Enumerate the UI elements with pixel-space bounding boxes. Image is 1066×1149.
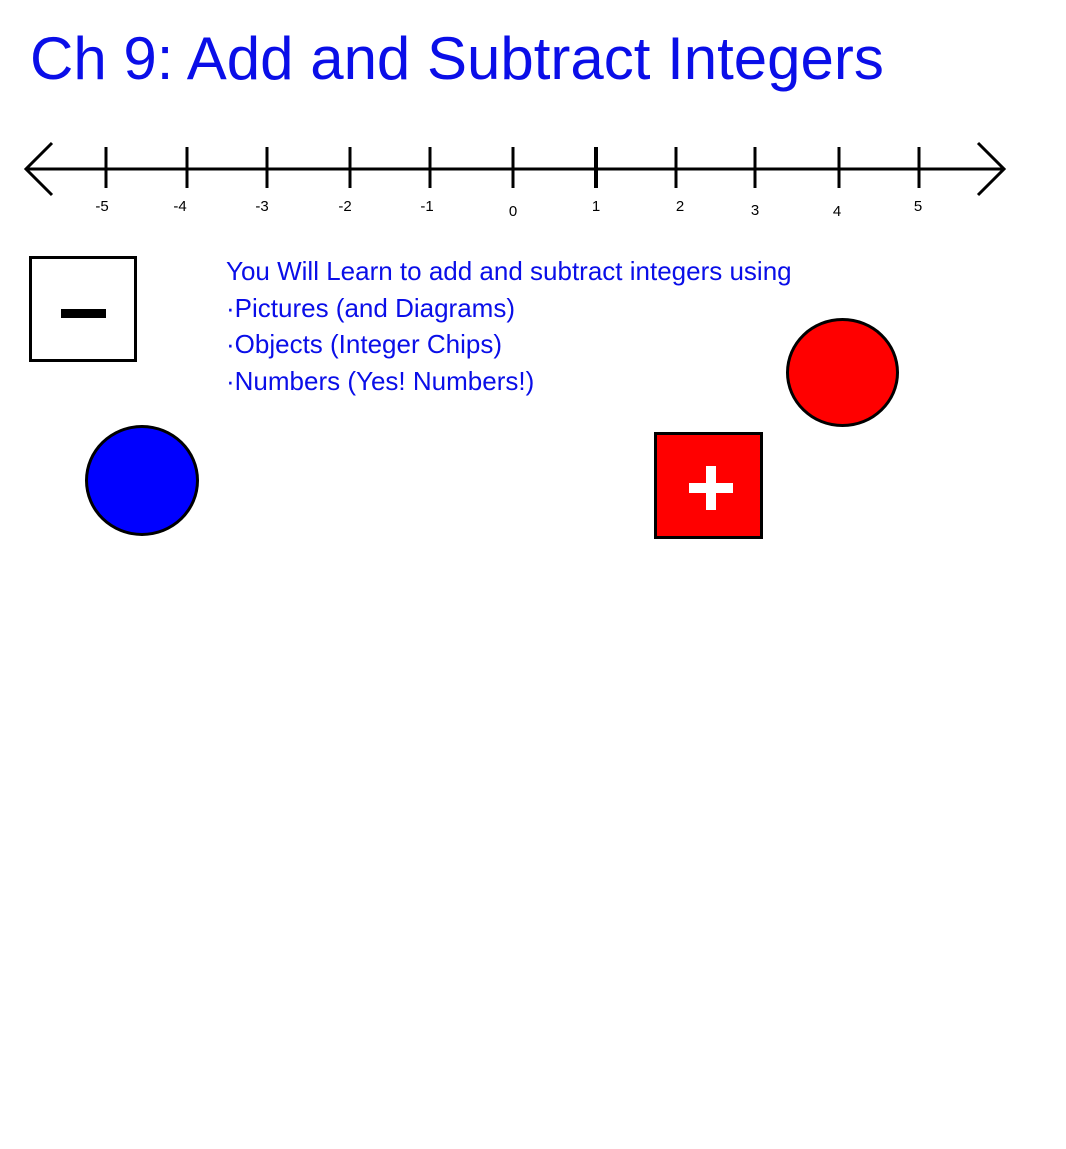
minus-icon [61, 309, 106, 318]
tick-label: -2 [338, 198, 352, 215]
objectives-intro: You Will Learn to add and subtract integ… [226, 256, 792, 286]
tick-label: -3 [255, 198, 269, 215]
tick-label: 5 [913, 198, 923, 215]
learning-objectives: You Will Learn to add and subtract integ… [226, 253, 792, 399]
positive-chip [786, 318, 899, 427]
tick-label: -5 [95, 198, 109, 215]
tick-label: -1 [420, 198, 434, 215]
negative-chip [85, 425, 199, 536]
page-title: Ch 9: Add and Subtract Integers [30, 25, 884, 92]
number-line [23, 141, 1007, 197]
positive-tile [654, 432, 763, 539]
left-arrow-icon [23, 141, 54, 197]
tick-label: 4 [832, 203, 842, 220]
objective-numbers: ·Numbers (Yes! Numbers!) [226, 365, 535, 396]
tick-label: -4 [173, 198, 187, 215]
objective-pictures: ·Pictures (and Diagrams) [226, 292, 515, 323]
tick-label: 1 [591, 198, 601, 215]
tick-label: 3 [750, 202, 760, 219]
negative-tile [29, 256, 137, 362]
tick-label: 0 [508, 203, 518, 220]
number-line-ticks [104, 147, 921, 188]
right-arrow-icon [976, 141, 1007, 197]
objective-objects: ·Objects (Integer Chips) [226, 329, 502, 359]
tick-label: 2 [675, 198, 685, 215]
